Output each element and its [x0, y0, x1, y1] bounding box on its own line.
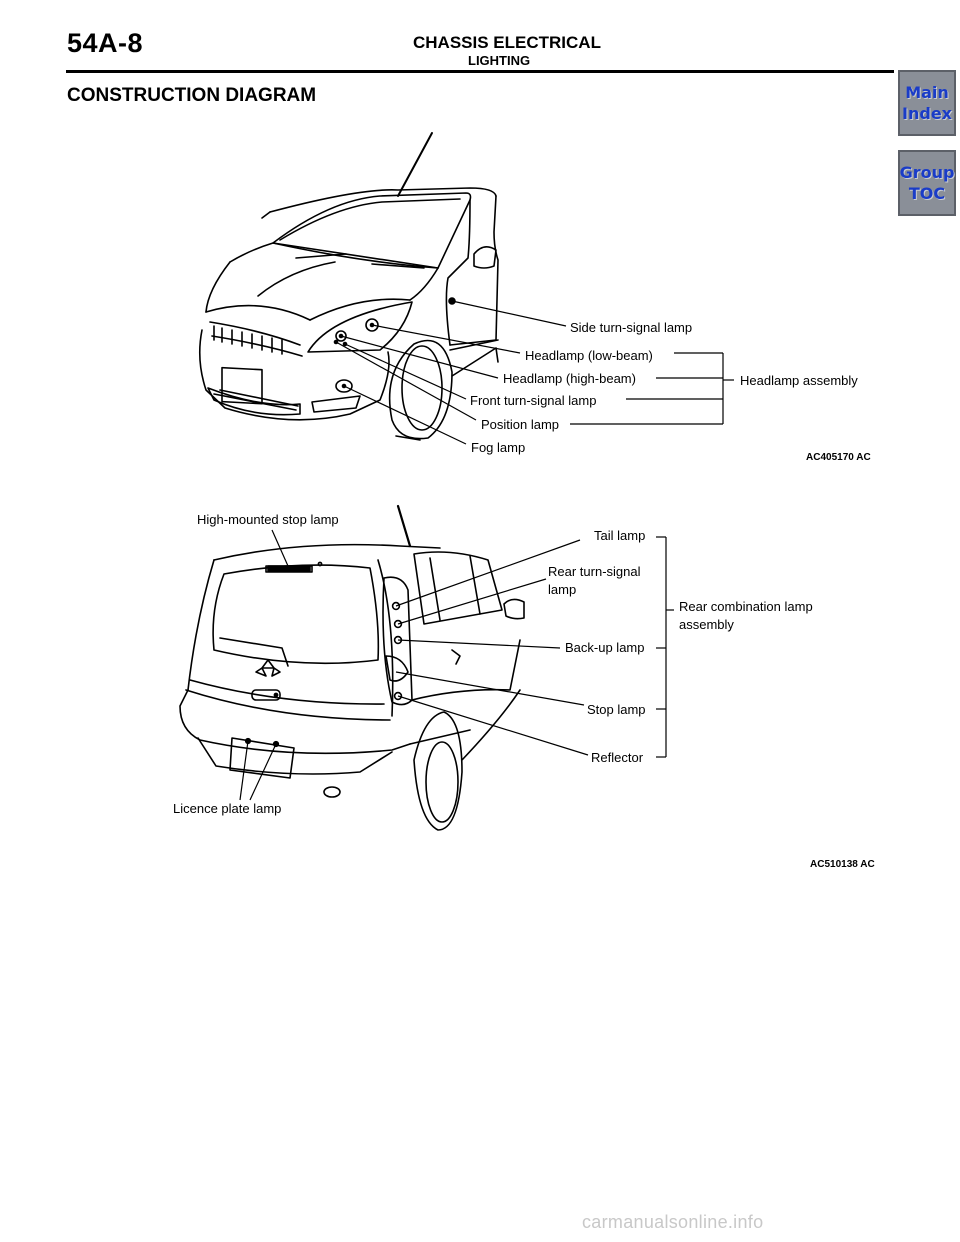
label-reflector: Reflector — [591, 750, 644, 765]
rear-car-illustration — [179, 504, 525, 831]
rear-figure-ref: AC510138 AC — [810, 859, 875, 870]
label-stop-lamp: Stop lamp — [587, 702, 646, 717]
page-code: 54A-8 — [67, 28, 144, 58]
label-fog-lamp: Fog lamp — [471, 440, 525, 455]
label-headlamp-low-beam: Headlamp (low-beam) — [525, 348, 653, 363]
label-rear-combination-lamp-assembly-line2: assembly — [679, 617, 734, 632]
subsection-title-header: LIGHTING — [468, 53, 531, 68]
label-back-up-lamp: Back-up lamp — [565, 640, 644, 655]
main-index-label-1: Main — [905, 83, 949, 102]
label-rear-turn-signal-lamp-line1: Rear turn-signal — [548, 564, 641, 579]
watermark: carmanualsonline.info — [582, 1212, 764, 1232]
label-rear-turn-signal-lamp-line2: lamp — [548, 582, 576, 597]
front-car-illustration — [198, 132, 499, 441]
label-position-lamp: Position lamp — [481, 417, 559, 432]
front-leader-dots — [333, 322, 375, 389]
main-index-label-2: Index — [902, 104, 952, 123]
label-high-mounted-stop-lamp: High-mounted stop lamp — [197, 512, 339, 527]
label-headlamp-high-beam: Headlamp (high-beam) — [503, 371, 636, 386]
front-leader-lines — [335, 300, 734, 445]
rear-leader-lines — [239, 529, 674, 801]
group-toc-label-2: TOC — [908, 184, 946, 203]
label-licence-plate-lamp: Licence plate lamp — [173, 801, 281, 816]
label-rear-combination-lamp-assembly-line1: Rear combination lamp — [679, 599, 813, 614]
label-front-turn-signal-lamp: Front turn-signal lamp — [470, 393, 596, 408]
group-toc-button[interactable]: Group TOC — [898, 150, 956, 216]
main-index-button[interactable]: Main Index — [898, 70, 956, 136]
label-tail-lamp: Tail lamp — [594, 528, 645, 543]
construction-diagram-title: CONSTRUCTION DIAGRAM — [67, 85, 317, 106]
front-figure-ref: AC405170 AC — [806, 452, 871, 463]
header-rule — [66, 70, 894, 73]
section-title-header: CHASSIS ELECTRICAL — [413, 33, 601, 52]
group-toc-label-1: Group — [899, 163, 955, 182]
label-side-turn-signal-lamp: Side turn-signal lamp — [570, 320, 692, 335]
label-headlamp-assembly: Headlamp assembly — [740, 373, 858, 388]
